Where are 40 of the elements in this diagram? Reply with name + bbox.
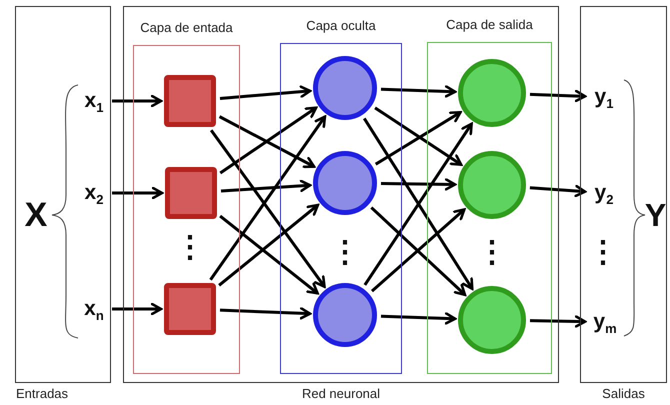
arrow	[219, 106, 318, 174]
arrow	[112, 302, 162, 316]
arrow	[219, 214, 319, 295]
panel-title: Red neuronal	[302, 386, 380, 401]
arrow	[220, 85, 312, 100]
vector-label: X	[24, 195, 48, 235]
arrow	[218, 204, 320, 286]
arrow	[220, 180, 312, 193]
arrow	[530, 90, 586, 102]
neuron-square	[164, 75, 216, 127]
arrow	[380, 85, 456, 98]
arrow	[112, 94, 162, 108]
variable-label: y$_{1}$	[588, 82, 620, 112]
variable-label: x$_{2}$	[80, 178, 108, 208]
ellipsis-dots: ⋮	[176, 230, 204, 266]
arrow	[530, 184, 586, 198]
arrow	[218, 115, 316, 168]
arrow	[220, 307, 312, 320]
vector-label: Y	[645, 197, 666, 233]
neuron-square	[164, 283, 216, 335]
variable-label: y$_{m}$	[588, 307, 622, 337]
neuron-square	[165, 167, 217, 219]
layer-title: Capa de salida	[446, 17, 533, 32]
arrow	[112, 186, 164, 200]
variable-label: x$_{1}$	[80, 86, 108, 116]
arrow	[530, 315, 586, 328]
ellipsis-dots: ⋮	[478, 235, 506, 271]
panel-title: Salidas	[602, 386, 645, 401]
panel-title: Entradas	[16, 386, 68, 401]
layer-title: Capa oculta	[306, 18, 376, 33]
arrow	[380, 312, 456, 325]
ellipsis-dots: ⋮	[331, 235, 359, 271]
neuron-circle	[313, 151, 377, 215]
arrow	[380, 178, 456, 191]
neuron-circle	[313, 56, 377, 120]
layer-title: Capa de entada	[140, 20, 233, 35]
neuron-circle	[313, 283, 377, 347]
variable-label: y$_{2}$	[588, 178, 620, 208]
variable-label: x$_{n}$	[80, 294, 108, 324]
ellipsis-dots: ⋮	[589, 235, 617, 271]
